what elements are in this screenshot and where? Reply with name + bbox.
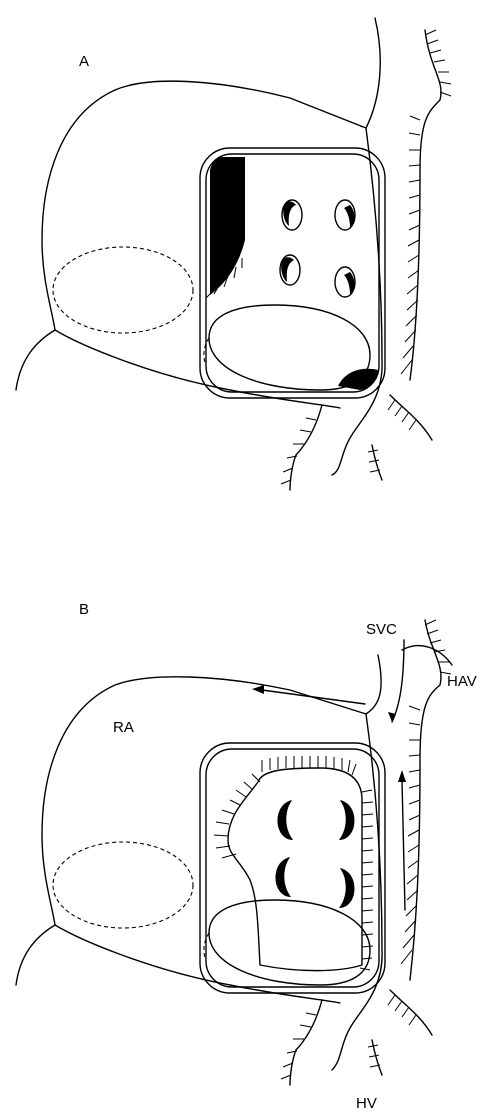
panel-b-patch-hatching xyxy=(214,756,373,970)
panel-b-ivc-edge xyxy=(16,925,55,985)
panel-b-atrium-outline xyxy=(42,655,381,1003)
panel-b-window-inner xyxy=(206,749,379,987)
panel-b-window-outer xyxy=(200,743,385,993)
panel-a-black-region-top xyxy=(210,157,245,295)
panel-b-label: B xyxy=(79,601,89,618)
panel-a-hatching xyxy=(281,30,451,484)
panel-b-pulmonary-veins xyxy=(276,800,355,908)
panel-b-vessel-wall xyxy=(332,714,382,1070)
wall-flow-arrow xyxy=(402,780,405,910)
panel-b: B SVC HAV RA HV xyxy=(16,601,477,1112)
svc-flow-arrow xyxy=(392,640,404,722)
panel-b-hv-left xyxy=(290,1000,322,1085)
panel-a-hv-branch xyxy=(372,395,432,480)
panel-b-pv-lr xyxy=(339,868,354,908)
panel-b-hv-branch xyxy=(372,990,432,1075)
panel-b-dashed-oval xyxy=(53,842,193,928)
panel-b-pv-ll xyxy=(276,857,291,897)
panel-b-pv-ur xyxy=(339,800,354,840)
panel-b-inner-oval xyxy=(209,900,370,985)
panel-a-dashed-oval xyxy=(53,247,193,333)
panel-a-pulmonary-veins xyxy=(280,200,355,297)
panel-b-hatching xyxy=(281,620,451,1079)
panel-a: A xyxy=(16,18,451,490)
roof-flow-arrow xyxy=(262,690,365,704)
panel-a-label: A xyxy=(79,53,89,70)
hav-label: HAV xyxy=(447,673,477,690)
panel-b-pv-ul xyxy=(278,800,293,840)
panel-a-hv-left xyxy=(290,405,322,490)
hv-label: HV xyxy=(356,1095,377,1112)
ra-label: RA xyxy=(113,719,134,736)
svc-label: SVC xyxy=(366,621,397,638)
panel-a-vessel-wall-outer xyxy=(410,30,441,380)
panel-b-vessel-wall-outer xyxy=(410,620,441,980)
panel-b-flow-arrows xyxy=(252,640,406,910)
panel-a-vessel-wall xyxy=(332,128,382,475)
panel-a-ivc-edge xyxy=(16,330,55,390)
